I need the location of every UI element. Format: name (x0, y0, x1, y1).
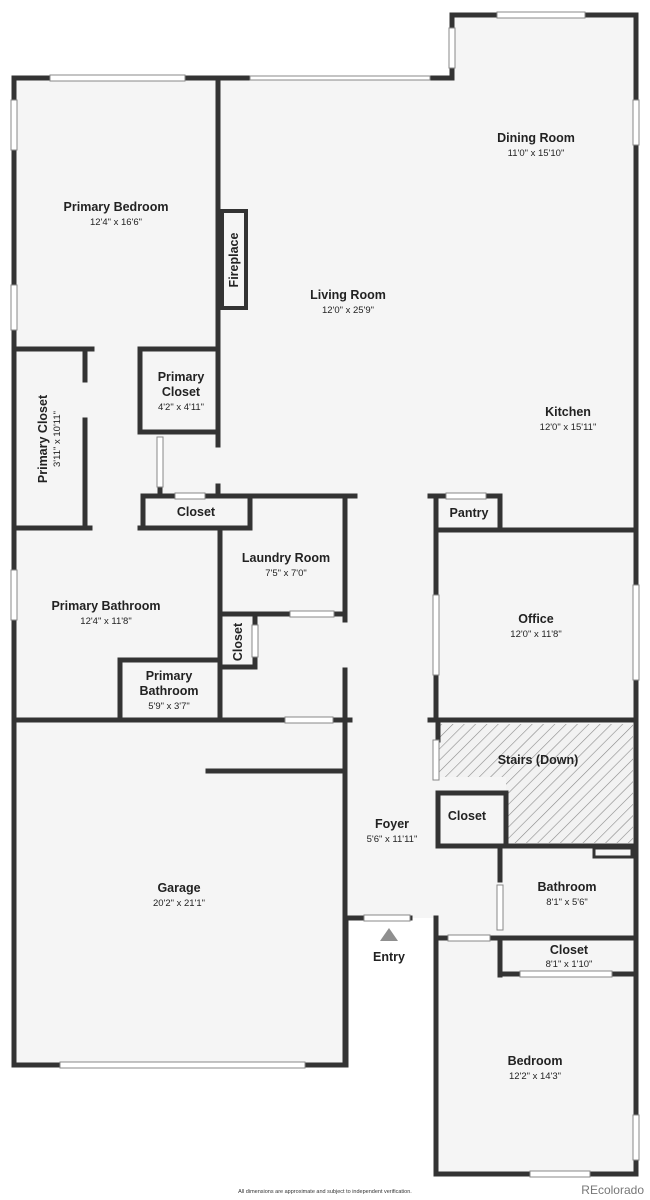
label-pantry: Pantry (450, 506, 489, 520)
brand-watermark: REcolorado (581, 1183, 644, 1197)
room-primary-bathroom-dim: 12'4" x 11'8" (80, 616, 131, 627)
room-closet-bed-dim: 8'1" x 1'10" (546, 959, 593, 970)
room-dining-room-dim: 11'0" x 15'10" (508, 148, 565, 159)
label-fireplace: Fireplace (227, 233, 241, 288)
room-office-dim: 12'0" x 11'8" (510, 629, 561, 640)
room-kitchen-name: Kitchen (545, 405, 591, 419)
disclaimer-note: All dimensions are approximate and subje… (238, 1189, 412, 1195)
label-entry: Entry (373, 950, 405, 964)
room-bedroom-name: Bedroom (508, 1054, 563, 1068)
label-closet-foyer: Closet (448, 809, 487, 823)
room-garage-dim: 20'2" x 21'1" (153, 898, 205, 909)
room-living-room-name: Living Room (310, 288, 386, 302)
room-laundry-room-name: Laundry Room (242, 551, 330, 565)
room-garage-name: Garage (157, 881, 200, 895)
stairs-hatch-lower (506, 777, 633, 843)
room-primary-bathroom-small-dim: 5'9" x 3'7" (148, 701, 190, 712)
room-living-room-dim: 12'0" x 25'9" (322, 305, 374, 316)
room-primary-bedroom-dim: 12'4" x 16'6" (90, 217, 142, 228)
room-primary-bathroom-small-name-2: Bathroom (139, 684, 198, 698)
label-stairs: Stairs (Down) (498, 753, 579, 767)
room-kitchen-dim: 12'0" x 15'11" (540, 422, 597, 433)
room-primary-bathroom-small-name-1: Primary (146, 669, 193, 683)
room-primary-closet-tall-dim: 3'11" x 10'11" (52, 411, 63, 467)
room-laundry-room-dim: 7'5" x 7'0" (265, 568, 307, 579)
entry-arrow-icon (380, 928, 398, 941)
windows (10, 11, 640, 1178)
room-office-name: Office (518, 612, 553, 626)
room-bedroom-dim: 12'2" x 14'3" (509, 1071, 561, 1082)
room-dining-room-name: Dining Room (497, 131, 575, 145)
label-closet-hall: Closet (177, 505, 216, 519)
doors (156, 436, 613, 978)
stairs-hatch (438, 724, 633, 777)
floor-fill (14, 15, 636, 1174)
room-primary-closet-tall-name: Primary Closet (36, 394, 50, 483)
room-primary-closet-small-name-2: Closet (162, 385, 201, 399)
room-primary-bedroom-name: Primary Bedroom (64, 200, 169, 214)
room-bathroom-dim: 8'1" x 5'6" (546, 897, 588, 908)
room-primary-closet-small-dim: 4'2" x 4'11" (158, 402, 204, 413)
room-foyer-name: Foyer (375, 817, 409, 831)
room-primary-closet-small-name-1: Primary (158, 370, 205, 384)
room-primary-bathroom-name: Primary Bathroom (51, 599, 160, 613)
room-closet-bed-name: Closet (550, 943, 589, 957)
room-bathroom-name: Bathroom (537, 880, 596, 894)
label-closet-laundry: Closet (231, 622, 245, 661)
room-foyer-dim: 5'6" x 11'11" (367, 834, 418, 845)
